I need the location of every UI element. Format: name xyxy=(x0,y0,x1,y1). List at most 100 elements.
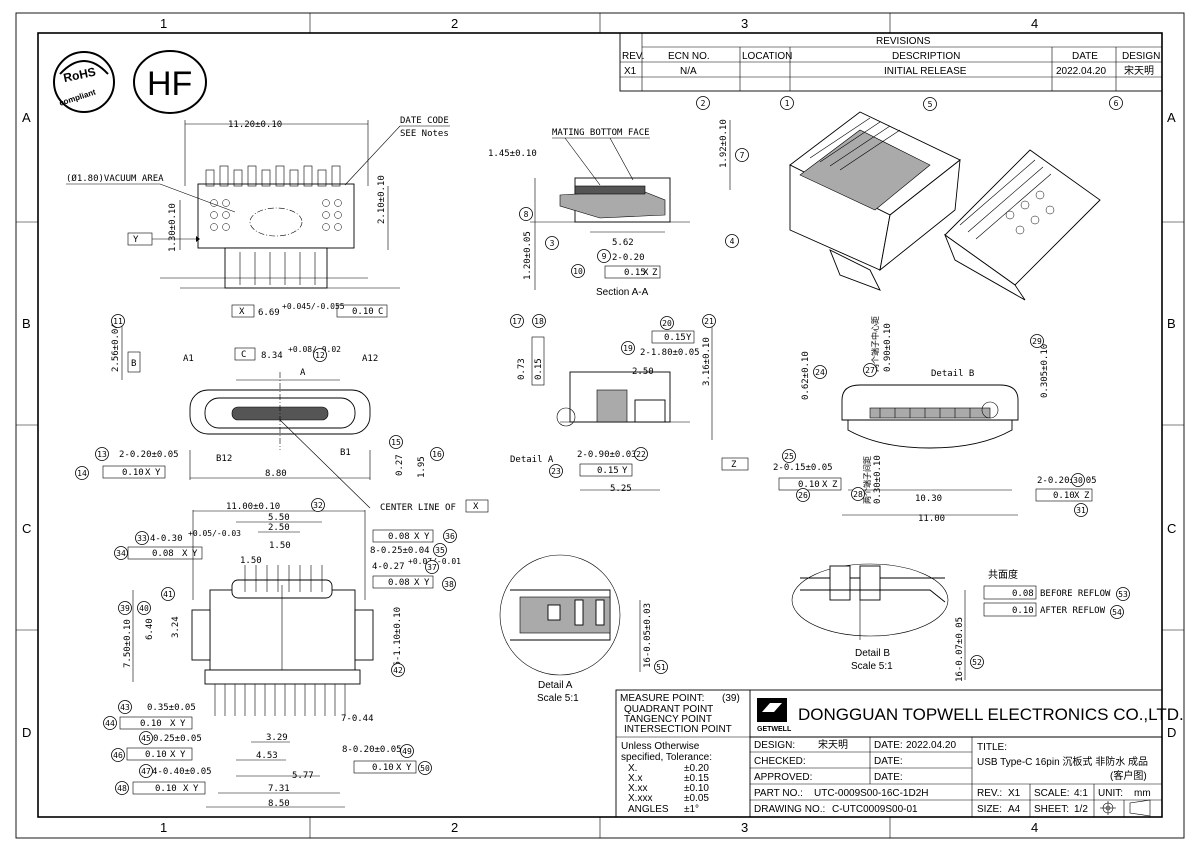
balloon-8-label: 8 xyxy=(524,210,529,219)
tb-tol-xxx-value: ±0.10 xyxy=(684,783,709,794)
balloon-41-label: 41 xyxy=(163,590,173,599)
tb-title-value: USB Type-C 16pin 沉板式 非防水 成品 xyxy=(977,755,1148,768)
zone-col-3-bottom: 3 xyxy=(741,820,748,835)
projection-symbol-icon xyxy=(1100,799,1151,817)
tb-measure-point: MEASURE POINT: xyxy=(620,693,704,704)
balloon-53: 53 xyxy=(1116,587,1130,601)
balloon-4: 4 xyxy=(725,234,739,248)
dim-2-020-rear: 2-0.20±0.05 xyxy=(1037,476,1097,486)
fcf-05-value: 0.10 xyxy=(352,307,374,317)
dim-5-77: 5.77 xyxy=(292,771,314,781)
fcf-48-datum-y: Y xyxy=(193,784,199,794)
dim-2-10: 2.10±0.10 xyxy=(377,175,387,224)
balloon-32: 32 xyxy=(311,498,325,512)
balloon-7-label: 7 xyxy=(740,151,745,160)
balloon-10-label: 10 xyxy=(573,267,583,276)
fcf-34-datum-x: X xyxy=(182,549,188,559)
front-view: A1 A12 B12 B1 A C 8.34 +0.08/-0.02 2.56±… xyxy=(102,323,489,513)
pin-a1: A1 xyxy=(183,354,194,364)
balloon-5-label: 5 xyxy=(928,100,933,109)
rohs-logo: RoHS compliant xyxy=(53,51,115,113)
balloon-39: 39 xyxy=(118,601,132,615)
balloon-43: 43 xyxy=(118,700,132,714)
note-vacuum: (Ø1.80)VACUUM AREA xyxy=(66,173,164,184)
fcf-50-value: 0.10 xyxy=(372,763,394,773)
balloon-49: 49 xyxy=(400,744,414,758)
note-date-code: DATE CODE xyxy=(400,116,449,126)
balloon-36-label: 36 xyxy=(445,532,455,541)
balloon-54-label: 54 xyxy=(1112,608,1122,617)
top-view: 11.20±0.10 1.30±0.10 2.10±0.10 DATE CODE… xyxy=(66,116,450,318)
dim-5-62: 5.62 xyxy=(612,238,634,248)
balloon-48: 48 xyxy=(115,781,129,795)
fcf-10-datum-z: Z xyxy=(652,268,658,278)
detail-b: 16-0.07±0.05 Detail B Scale 5:1 共面度 0.08… xyxy=(791,563,1111,682)
balloon-15: 15 xyxy=(389,435,403,449)
balloon-39-label: 39 xyxy=(120,604,130,613)
zone-row-c-right: C xyxy=(1167,521,1176,536)
dim-6-40: 6.40 xyxy=(145,618,155,640)
dim-11-00-bottom: 11.00±0.10 xyxy=(226,502,280,512)
dim-2-180: 2-1.80±0.05 xyxy=(640,348,700,358)
detail-a-marker: Detail A xyxy=(510,455,554,465)
tb-size-value: A4 xyxy=(1008,804,1021,815)
detail-a-scale: Scale 5:1 xyxy=(537,693,579,704)
fcf-44-datum-x: X xyxy=(170,719,176,729)
dim-2-50-side: 2.50 xyxy=(632,367,654,377)
rev-row-design: 宋天明 xyxy=(1124,64,1154,77)
fcf-23-value: 0.15 xyxy=(597,466,619,476)
balloon-51-label: 51 xyxy=(656,663,666,672)
section-a-a: 5.62 MATING BOTTOM FACE 1.45±0.10 1.20±0… xyxy=(488,119,731,298)
tb-tol-angles-value: ±1° xyxy=(684,804,699,815)
balloon-29-label: 29 xyxy=(1032,337,1042,346)
fcf-05-datum: C xyxy=(378,307,383,317)
tb-approved-label: APPROVED: xyxy=(754,772,812,783)
fcf-38-datum-x: X xyxy=(414,578,420,588)
balloon-14-label: 14 xyxy=(77,469,87,478)
tb-design-label: DESIGN: xyxy=(754,740,795,751)
balloon-33-label: 33 xyxy=(137,534,147,543)
zone-row-a: A xyxy=(22,110,31,125)
dim-8-50: 8.50 xyxy=(268,799,290,809)
balloon-17-label: 17 xyxy=(512,317,522,326)
tb-unless-otherwise: Unless Otherwise xyxy=(621,741,700,752)
balloon-4-label: 4 xyxy=(730,237,735,246)
dim-4-030-tol: +0.05/-0.03 xyxy=(188,529,241,538)
fcf-36-value: 0.08 xyxy=(388,532,410,542)
tb-rev-label: REV.: xyxy=(977,788,1002,799)
balloon-23: 23 xyxy=(549,464,563,478)
dim-16-110: 16-1.10±0.10 xyxy=(393,607,403,672)
fcf-26-datum-x: X xyxy=(822,480,828,490)
rev-header-rev: REV. xyxy=(622,51,644,62)
zone-row-b-right: B xyxy=(1167,316,1176,331)
tb-scale-value: 4:1 xyxy=(1074,788,1088,799)
balloon-26-label: 26 xyxy=(798,491,808,500)
balloon-37-label: 37 xyxy=(427,563,437,572)
balloon-38-label: 38 xyxy=(444,580,454,589)
tb-size-label: SIZE: xyxy=(977,804,1002,815)
balloon-1: 1 xyxy=(780,96,794,110)
balloon-50: 50 xyxy=(418,761,432,775)
tb-title-label: TITLE: xyxy=(977,742,1007,753)
balloon-33: 33 xyxy=(135,531,149,545)
balloon-35-label: 35 xyxy=(435,546,445,555)
detail-a: 16-0.05±0.03 Detail A Scale 5:1 xyxy=(499,554,653,704)
tb-checked-date-label: DATE: xyxy=(874,756,903,767)
balloon-40-label: 40 xyxy=(139,604,149,613)
zone-row-c: C xyxy=(22,521,31,536)
dim-0-25: 0.25±0.05 xyxy=(153,734,202,744)
note-coplanarity: 共面度 xyxy=(988,568,1018,581)
balloon-16: 16 xyxy=(430,447,444,461)
balloon-42: 42 xyxy=(391,663,405,677)
fcf-38-value: 0.08 xyxy=(388,578,410,588)
balloon-29: 29 xyxy=(1030,334,1044,348)
balloon-46-label: 46 xyxy=(113,751,123,760)
balloon-28-label: 28 xyxy=(853,490,863,499)
tb-sheet-value: 1/2 xyxy=(1074,804,1088,815)
side-note-a: 两个端子中心距 xyxy=(870,316,880,372)
tb-sheet-label: SHEET: xyxy=(1034,804,1069,815)
zone-col-1: 1 xyxy=(160,16,167,31)
dim-11-20: 11.20±0.10 xyxy=(228,120,282,130)
balloon-25-label: 25 xyxy=(784,452,794,461)
